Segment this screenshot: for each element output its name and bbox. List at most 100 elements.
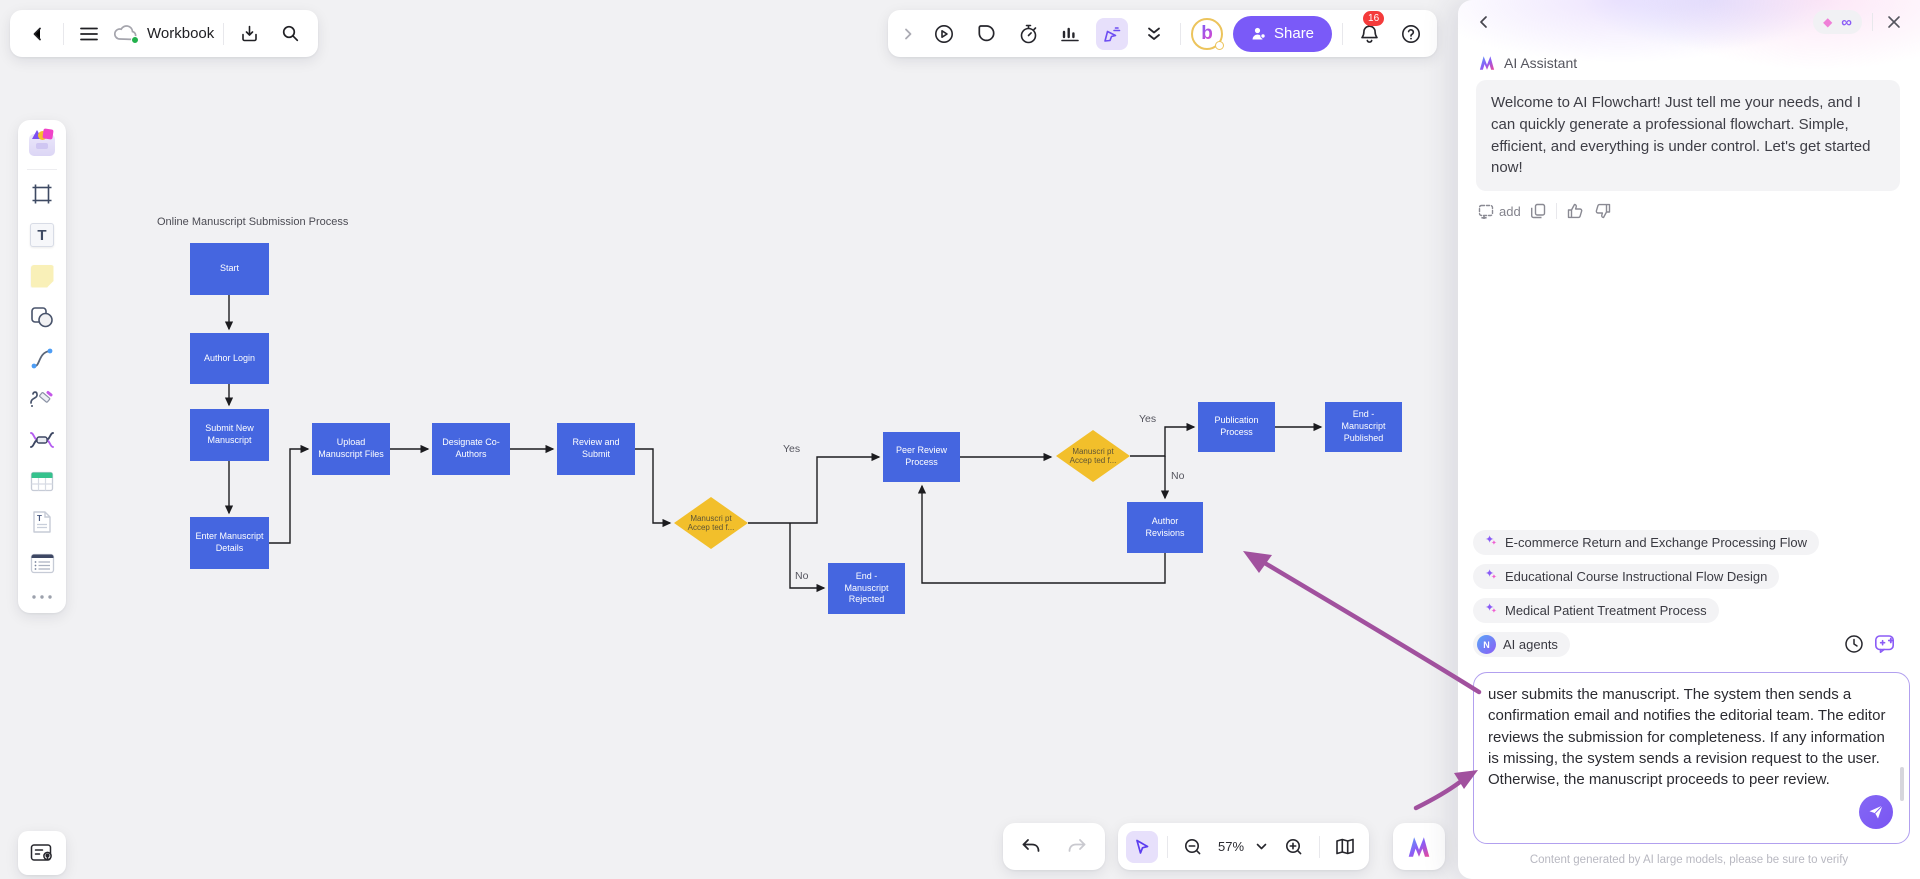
notification-count-badge: 16 xyxy=(1363,10,1385,26)
zoom-in-button[interactable] xyxy=(1278,831,1310,863)
divider xyxy=(27,169,57,170)
node-enter-manuscript-details[interactable]: Enter Manuscript Details xyxy=(190,517,269,569)
input-scrollbar[interactable] xyxy=(1900,767,1904,801)
legend-panel-button[interactable] xyxy=(18,831,66,875)
new-chat-button[interactable] xyxy=(1870,630,1898,658)
clock-icon xyxy=(1845,635,1863,653)
divider xyxy=(1167,835,1168,858)
edge-label-no[interactable]: No xyxy=(1171,470,1185,482)
ai-assistant-logo xyxy=(1479,56,1495,70)
sticky-note-tool-icon[interactable] xyxy=(24,259,60,293)
outline-list-tool-icon[interactable] xyxy=(24,546,60,580)
divider xyxy=(1555,203,1557,219)
divider xyxy=(1872,13,1873,31)
document-title[interactable]: Workbook xyxy=(147,25,215,42)
ai-agents-chip[interactable]: N AI agents xyxy=(1473,632,1570,657)
node-peer-review-process[interactable]: Peer Review Process xyxy=(883,432,960,482)
node-start[interactable]: Start xyxy=(190,243,269,295)
node-upload-manuscript-files[interactable]: Upload Manuscript Files xyxy=(312,423,390,475)
svg-text:T: T xyxy=(37,514,42,523)
node-author-login[interactable]: Author Login xyxy=(190,333,269,384)
thumbs-up-icon[interactable] xyxy=(1567,203,1584,219)
divider xyxy=(1180,22,1181,45)
menu-button[interactable] xyxy=(73,18,105,50)
connector-tool-icon[interactable] xyxy=(24,341,60,375)
shapes-tool-icon[interactable] xyxy=(24,300,60,334)
collapse-toolbar-icon[interactable] xyxy=(898,18,918,50)
share-person-icon xyxy=(1252,27,1266,39)
sparkle-icon: ✦✦ xyxy=(1485,534,1497,547)
mindmap-tool-icon[interactable] xyxy=(24,423,60,457)
comment-icon[interactable] xyxy=(970,18,1002,50)
undo-button[interactable] xyxy=(1015,831,1047,863)
text-tool-icon[interactable]: T xyxy=(24,218,60,252)
export-icon[interactable] xyxy=(233,18,265,50)
assistant-title: AI Assistant xyxy=(1504,55,1578,71)
table-tool-icon[interactable] xyxy=(24,464,60,498)
node-author-revisions[interactable]: Author Revisions xyxy=(1127,502,1203,553)
ai-assistant-launcher[interactable] xyxy=(1393,823,1445,870)
node-submit-new-manuscript[interactable]: Submit New Manuscript xyxy=(190,409,269,461)
suggestion-chip[interactable]: ✦✦ Medical Patient Treatment Process xyxy=(1473,598,1719,623)
presenter-view-icon[interactable] xyxy=(1054,18,1086,50)
panel-close-icon[interactable] xyxy=(1883,6,1905,38)
thumbs-down-icon[interactable] xyxy=(1594,203,1611,219)
edge-label-yes[interactable]: Yes xyxy=(783,443,801,455)
add-to-canvas-button[interactable]: add xyxy=(1478,204,1521,219)
app-logo[interactable]: b xyxy=(1191,17,1224,50)
history-button[interactable] xyxy=(1840,630,1868,658)
node-designate-co-authors[interactable]: Designate Co-Authors xyxy=(432,423,510,475)
more-tools-icon[interactable] xyxy=(24,587,60,607)
send-button[interactable] xyxy=(1859,795,1893,829)
notifications-bell-icon[interactable]: 16 xyxy=(1353,10,1385,50)
gem-icon[interactable]: ◆ xyxy=(1823,15,1833,29)
redo-button[interactable] xyxy=(1061,831,1093,863)
node-review-and-submit[interactable]: Review and Submit xyxy=(557,423,635,475)
assistant-welcome-message: Welcome to AI Flowchart! Just tell me yo… xyxy=(1476,80,1900,191)
search-icon[interactable] xyxy=(274,18,306,50)
zoom-dropdown-chevron-icon[interactable] xyxy=(1253,831,1269,863)
document-tool-icon[interactable]: T xyxy=(24,505,60,539)
infinity-icon[interactable]: ∞ xyxy=(1841,13,1852,31)
back-button[interactable] xyxy=(22,18,54,50)
sparkle-icon: ✦✦ xyxy=(1485,568,1497,581)
select-tool-button[interactable] xyxy=(1126,830,1158,863)
undo-redo-toolbar xyxy=(1003,823,1105,870)
insert-icon xyxy=(1478,204,1494,219)
laser-pointer-tool[interactable] xyxy=(1096,17,1128,50)
cloud-sync-icon xyxy=(114,24,139,44)
divider xyxy=(1342,22,1344,45)
pen-tool-icon[interactable] xyxy=(24,382,60,416)
divider xyxy=(223,22,225,45)
timer-icon[interactable] xyxy=(1012,18,1044,50)
zoom-out-button[interactable] xyxy=(1177,831,1209,863)
help-icon[interactable] xyxy=(1395,18,1427,50)
more-tools-chevron-icon[interactable] xyxy=(1138,18,1170,50)
edge-label-yes[interactable]: Yes xyxy=(1139,413,1157,425)
node-end-manuscript-published[interactable]: End - Manuscript Published xyxy=(1325,402,1402,452)
notes-pin-icon xyxy=(30,844,52,861)
shape-library-icon[interactable] xyxy=(24,128,60,162)
suggestion-chip[interactable]: ✦✦ E-commerce Return and Exchange Proces… xyxy=(1473,530,1820,555)
edge-label-no[interactable]: No xyxy=(795,570,809,582)
shapes-sidebar: T T xyxy=(18,120,66,613)
prompt-input[interactable]: user submits the manuscript. The system … xyxy=(1474,673,1909,791)
suggestion-chip[interactable]: ✦✦ Educational Course Instructional Flow… xyxy=(1473,564,1780,589)
divider xyxy=(63,22,64,45)
minimap-button[interactable] xyxy=(1329,831,1361,863)
node-end-manuscript-rejected[interactable]: End - Manuscript Rejected xyxy=(828,563,905,614)
mode-toggle-pill[interactable]: ◆ ∞ xyxy=(1813,10,1862,34)
copy-icon[interactable] xyxy=(1530,203,1546,219)
ai-disclaimer: Content generated by AI large models, pl… xyxy=(1529,854,1849,866)
document-toolbar: Workbook xyxy=(10,10,319,57)
present-play-icon[interactable] xyxy=(928,18,960,50)
flowchart-title: Online Manuscript Submission Process xyxy=(157,216,349,228)
panel-back-button[interactable] xyxy=(1473,6,1495,38)
node-publication-process[interactable]: Publication Process xyxy=(1198,402,1275,452)
frame-tool-icon[interactable] xyxy=(24,177,60,211)
send-paper-plane-icon xyxy=(1869,805,1883,819)
zoom-level[interactable]: 57% xyxy=(1218,839,1245,854)
share-button[interactable]: Share xyxy=(1233,15,1333,52)
